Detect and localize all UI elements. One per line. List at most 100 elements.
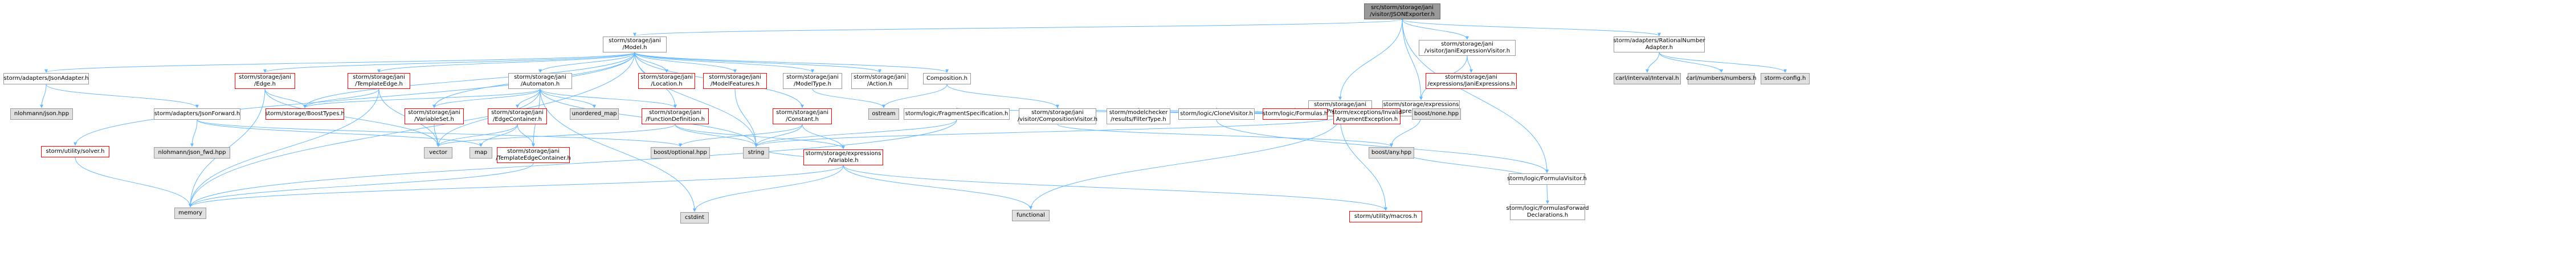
node-label: storm/logic/CloneVisitor.h bbox=[1180, 111, 1253, 117]
node-label: vector bbox=[429, 149, 447, 156]
edge-edge-to-vector bbox=[264, 88, 440, 147]
node-label: storm/storage/jani /TemplateEdge.h bbox=[353, 74, 405, 87]
edge-model-to-boosttypes bbox=[303, 52, 635, 108]
edge-model-to-composition bbox=[634, 52, 949, 73]
node-edgecontainer[interactable]: storm/storage/jani /EdgeContainer.h bbox=[488, 108, 547, 124]
edge-model-to-string bbox=[634, 52, 758, 147]
node-jsonexporter[interactable]: src/storm/storage/jani /visitor/JSONExpo… bbox=[1364, 3, 1440, 19]
node-stormconfig[interactable]: storm-config.h bbox=[1761, 73, 1810, 84]
node-janiexprvisitor[interactable]: storm/storage/jani /visitor/JaniExpressi… bbox=[1419, 40, 1516, 56]
node-boostoptional[interactable]: boost/optional.hpp bbox=[651, 147, 710, 159]
node-exprvariable[interactable]: storm/storage/expressions /Variable.h bbox=[803, 149, 883, 165]
node-label: storm-config.h bbox=[1764, 75, 1806, 82]
node-memory[interactable]: memory bbox=[174, 208, 206, 219]
node-ostream[interactable]: ostream bbox=[868, 108, 899, 120]
node-boosttypes[interactable]: storm/storage/BoostTypes.h bbox=[265, 108, 345, 120]
node-cstdint[interactable]: cstdint bbox=[680, 212, 709, 224]
edge-modeltype-to-ostream bbox=[812, 88, 885, 108]
node-carlinterval[interactable]: carl/interval/Interval.h bbox=[1614, 73, 1681, 84]
node-unorderedmap[interactable]: unordered_map bbox=[570, 108, 619, 120]
node-label: nlohmann/json.hpp bbox=[14, 111, 70, 117]
edge-jsonforward-to-boostoptional bbox=[197, 119, 682, 147]
edge-fragmentspec-to-memory bbox=[189, 119, 957, 208]
node-functional[interactable]: functional bbox=[1012, 210, 1050, 221]
edge-fragmentspec-to-string bbox=[754, 119, 957, 147]
node-invalidarg[interactable]: storm/exceptions/Invalid ArgumentExcepti… bbox=[1332, 108, 1402, 124]
node-label: string bbox=[748, 149, 765, 156]
edge-jsonexporter-to-formulavisitor bbox=[1402, 19, 1549, 173]
node-carlnumbers[interactable]: carl/numbers/numbers.h bbox=[1686, 73, 1757, 84]
node-logicformulas[interactable]: storm/logic/Formulas.h bbox=[1263, 108, 1328, 120]
edge-exprvariable-to-utilitymacros bbox=[843, 165, 1387, 211]
edge-jsonexporter-to-model bbox=[633, 19, 1403, 36]
node-edge[interactable]: storm/storage/jani /Edge.h bbox=[235, 73, 295, 89]
node-utilitymacros[interactable]: storm/utility/macros.h bbox=[1349, 211, 1422, 222]
edge-model-to-edge bbox=[263, 52, 635, 73]
node-formulavisitor[interactable]: storm/logic/FormulaVisitor.h bbox=[1507, 173, 1587, 185]
node-model[interactable]: storm/storage/jani /Model.h bbox=[603, 36, 667, 52]
edge-jsonforward-to-nlohmannjsonfwd bbox=[190, 119, 198, 147]
node-templateedgecontainer[interactable]: storm/storage/jani /TemplateEdgeContaine… bbox=[496, 147, 571, 163]
node-constant[interactable]: storm/storage/jani /Constant.h bbox=[773, 108, 832, 124]
node-action[interactable]: storm/storage/jani /Action.h bbox=[851, 73, 908, 89]
node-nlohmannjsonfwd[interactable]: nlohmann/json_fwd.hpp bbox=[154, 147, 230, 159]
node-composition[interactable]: Composition.h bbox=[923, 73, 971, 84]
node-label: nlohmann/json_fwd.hpp bbox=[158, 149, 226, 156]
edge-constant-to-boostoptional bbox=[679, 124, 803, 147]
node-clonevisitor[interactable]: storm/logic/CloneVisitor.h bbox=[1178, 108, 1255, 120]
edge-rationalnumber-to-carlnumbers bbox=[1659, 52, 1723, 73]
node-modeltype[interactable]: storm/storage/jani /ModelType.h bbox=[783, 73, 842, 89]
edge-property-to-utilitymacros bbox=[1340, 116, 1387, 211]
node-vector[interactable]: vector bbox=[424, 147, 452, 159]
edge-edgecontainer-to-map bbox=[479, 124, 518, 147]
node-label: map bbox=[474, 149, 488, 156]
edge-janiexprvisitor-to-janiexpressions bbox=[1467, 55, 1473, 73]
node-janiexpressions[interactable]: storm/storage/jani /expressions/JaniExpr… bbox=[1426, 73, 1517, 89]
node-label: storm/utility/macros.h bbox=[1354, 213, 1418, 220]
node-utilitysolver[interactable]: storm/utility/solver.h bbox=[41, 146, 109, 157]
edge-templateedge-to-memory bbox=[189, 88, 379, 208]
node-rationalnumber[interactable]: storm/adapters/RationalNumber Adapter.h bbox=[1613, 36, 1705, 52]
node-functiondefinition[interactable]: storm/storage/jani /FunctionDefinition.h bbox=[642, 108, 709, 124]
edge-automaton-to-unorderedmap bbox=[540, 88, 596, 108]
edge-automaton-to-edgecontainer bbox=[516, 88, 541, 108]
edge-templateedgecontainer-to-memory bbox=[189, 163, 534, 208]
node-variableset[interactable]: storm/storage/jani /VariableSet.h bbox=[405, 108, 464, 124]
node-label: storm/storage/expressions /Variable.h bbox=[805, 151, 881, 164]
edge-jsonexporter-to-property bbox=[1338, 19, 1403, 100]
node-label: storm/storage/jani /ModelType.h bbox=[786, 74, 839, 87]
node-compositionvisitor[interactable]: storm/storage/jani /visitor/CompositionV… bbox=[1018, 108, 1097, 124]
node-string[interactable]: string bbox=[743, 147, 769, 159]
edge-jsonexporter-to-expressionvisitor bbox=[1402, 19, 1423, 100]
node-label: storm/storage/jani /VariableSet.h bbox=[408, 109, 460, 123]
node-modelchecker[interactable]: storm/modelchecker /results/FilterType.h bbox=[1107, 108, 1170, 124]
node-map[interactable]: map bbox=[470, 147, 492, 159]
node-jsonadapter[interactable]: storm/adapters/JsonAdapter.h bbox=[3, 73, 89, 84]
node-modelfeatures[interactable]: storm/storage/jani /ModelFeatures.h bbox=[703, 73, 767, 89]
edge-jsonadapter-to-nlohmannjson bbox=[40, 84, 47, 108]
edge-templateedge-to-boosttypes bbox=[303, 88, 379, 108]
edge-property-to-functional bbox=[1029, 116, 1341, 210]
node-label: storm/storage/jani /Action.h bbox=[854, 74, 906, 87]
node-label: storm/storage/jani /ModelFeatures.h bbox=[709, 74, 761, 87]
edge-edgecontainer-to-templateedgecontainer bbox=[517, 124, 535, 147]
node-label: functional bbox=[1016, 212, 1045, 218]
edge-model-to-modelfeatures bbox=[634, 52, 737, 73]
node-location[interactable]: storm/storage/jani /Location.h bbox=[638, 73, 695, 89]
node-jsonforward[interactable]: storm/adapters/JsonForward.h bbox=[154, 108, 240, 120]
node-label: storm/storage/jani /visitor/JaniExpressi… bbox=[1424, 41, 1511, 54]
node-automaton[interactable]: storm/storage/jani /Automaton.h bbox=[508, 73, 572, 89]
node-label: storm/storage/jani /Edge.h bbox=[239, 74, 291, 87]
node-boostany[interactable]: boost/any.hpp bbox=[1369, 147, 1414, 159]
edge-modelfeatures-to-string bbox=[734, 88, 758, 147]
node-formulasforward[interactable]: storm/logic/FormulasForward Declarations… bbox=[1506, 204, 1589, 220]
node-nlohmannjson[interactable]: nlohmann/json.hpp bbox=[10, 108, 73, 120]
node-templateedge[interactable]: storm/storage/jani /TemplateEdge.h bbox=[348, 73, 410, 89]
node-boostnone[interactable]: boost/none.hpp bbox=[1412, 108, 1461, 120]
node-fragmentspec[interactable]: storm/logic/FragmentSpecification.h bbox=[904, 108, 1010, 120]
node-label: storm/storage/jani /EdgeContainer.h bbox=[491, 109, 544, 123]
edge-model-to-templateedge bbox=[377, 52, 635, 73]
node-label: cstdint bbox=[684, 214, 704, 221]
